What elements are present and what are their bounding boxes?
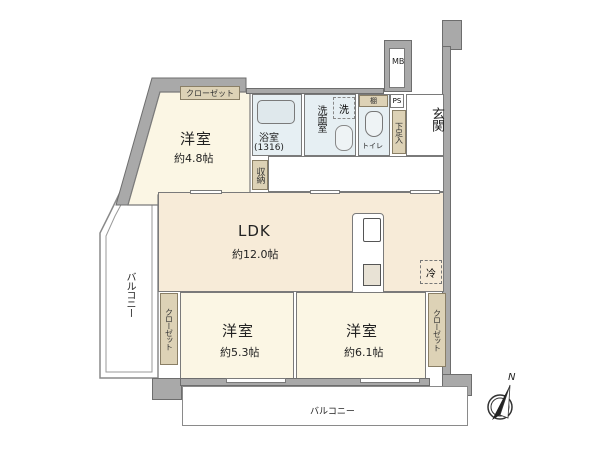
western-room-1-name: 洋室: [180, 130, 213, 148]
shoe-box[interactable]: 下足入: [392, 110, 406, 154]
balcony-west-label: バルコニー: [124, 272, 135, 317]
meter-box: MB: [389, 48, 405, 88]
closet-top[interactable]: クローゼット: [180, 86, 240, 100]
window: [310, 190, 340, 194]
western-room-2-name: 洋室: [222, 322, 255, 340]
toilet: 棚 トイレ: [358, 94, 390, 156]
entrance: 玄関: [406, 94, 444, 156]
shelf: 棚: [359, 95, 388, 107]
bathroom-name: 浴室: [259, 133, 279, 144]
wall-right-top: [442, 20, 462, 50]
bathroom-size: (1316): [254, 143, 284, 153]
washroom-name: 洗面室: [315, 105, 326, 132]
western-room-3-area: 約6.1帖: [344, 346, 384, 359]
washroom: 洗面室 洗: [304, 94, 356, 156]
storage-shuno[interactable]: 収納: [252, 160, 268, 190]
western-room-3-name: 洋室: [346, 322, 379, 340]
entrance-name: 玄関: [429, 107, 444, 131]
western-room-1-area: 約4.8帖: [174, 152, 214, 165]
stove-icon: [363, 264, 381, 286]
window: [226, 378, 286, 383]
compass-north-label: N: [508, 372, 516, 383]
closet-left[interactable]: クローゼット: [160, 293, 178, 365]
fridge-space: 冷: [420, 260, 442, 284]
ldk: [158, 192, 444, 292]
wall-bottom-left: [152, 378, 182, 400]
toilet-name: トイレ: [362, 142, 383, 150]
western-room-2-area: 約5.3帖: [220, 346, 260, 359]
wall-top-wet: [246, 88, 384, 94]
wall-bottom: [180, 378, 430, 386]
hallway: [268, 156, 444, 192]
toilet-icon: [365, 111, 383, 137]
balcony-south: [182, 386, 468, 426]
kitchen-sink-icon: [363, 218, 381, 242]
western-room-3: [296, 292, 426, 380]
washer-space: 洗: [333, 97, 355, 119]
kitchen-counter: [352, 213, 384, 293]
pipe-space: PS: [390, 94, 404, 108]
window: [360, 378, 420, 383]
sink-icon: [335, 125, 353, 151]
window: [190, 190, 222, 194]
bathtub-icon: [257, 100, 295, 124]
ldk-name: LDK: [238, 222, 271, 240]
window: [410, 190, 440, 194]
ldk-area: 約12.0帖: [232, 248, 279, 261]
meter-box-label: MB: [392, 57, 405, 66]
bathroom: 浴室 (1316): [252, 94, 302, 156]
balcony-south-label: バルコニー: [310, 407, 355, 417]
closet-right[interactable]: クローゼット: [428, 293, 446, 367]
